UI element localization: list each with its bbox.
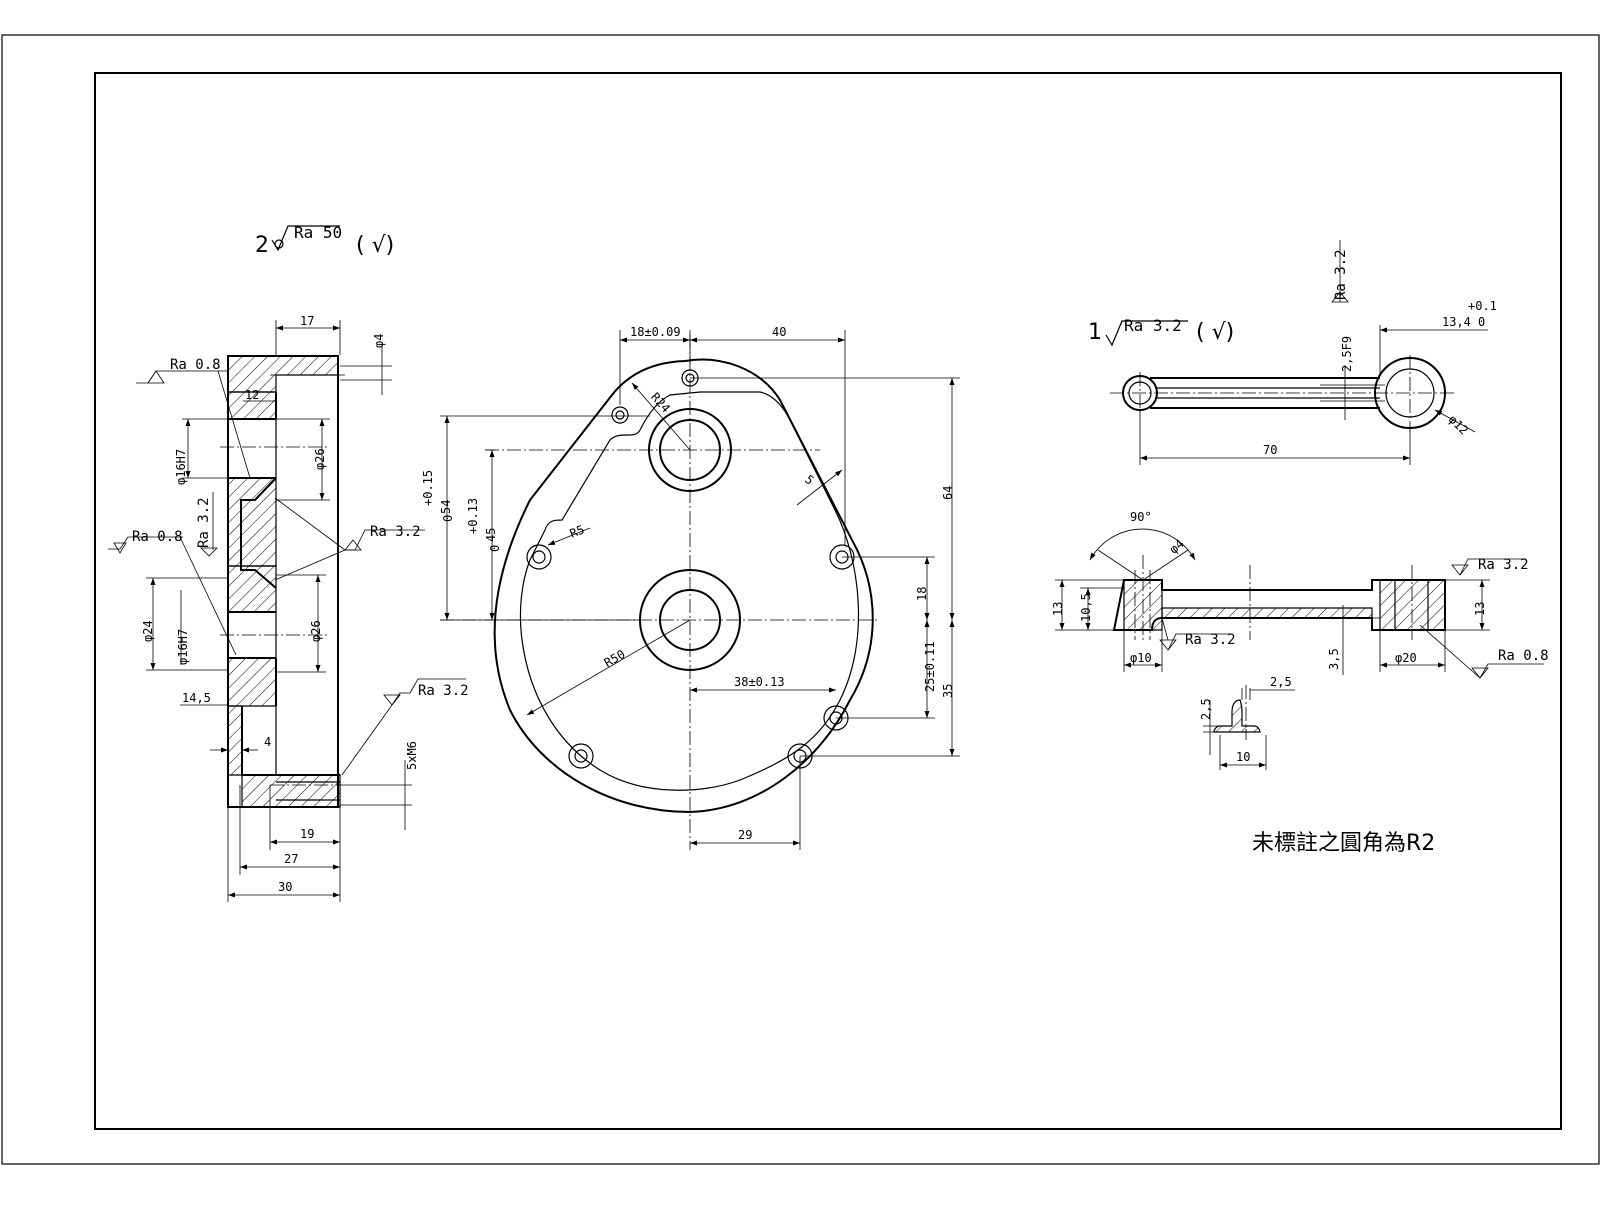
p1-ra32-top: Ra 3.2	[1333, 249, 1349, 300]
dim-plate-54-tol: +0.15	[421, 470, 435, 506]
dim-p1-13-left: 13	[1051, 602, 1065, 616]
part2-roughness-default: Ra 50	[294, 223, 342, 242]
dim-p1-phi20: φ20	[1395, 651, 1417, 665]
dim-plate-64: 64	[941, 486, 955, 500]
dim-p2-phi16h7-top: φ16H7	[174, 449, 188, 485]
dim-p1-13-4: 13,4	[1442, 315, 1471, 329]
dim-p2-27: 27	[284, 852, 298, 866]
dim-plate-54: 54	[439, 500, 453, 514]
dim-p2-14-5: 14,5	[182, 691, 211, 705]
dim-plate-18: 18±0.09	[630, 325, 681, 339]
inner-border	[94, 72, 1562, 1130]
dim-p2-19: 19	[300, 827, 314, 841]
dim-p2-30: 30	[278, 880, 292, 894]
dim-p1-tol-plus: +0.1	[1468, 299, 1497, 313]
p2-ra08-top: Ra 0.8	[170, 357, 221, 373]
dim-p2-phi4: φ4	[372, 334, 386, 348]
dim-plate-r5: R5	[568, 522, 587, 540]
dim-p2-phi26-top: φ26	[313, 448, 327, 470]
dim-p1-phi10: φ10	[1130, 651, 1152, 665]
dim-plate-25: 25±0.11	[923, 641, 937, 692]
dim-plate-5: 5	[802, 472, 816, 487]
p1-ra32-sec: Ra 3.2	[1185, 632, 1236, 648]
dim-p2-17: 17	[300, 314, 314, 328]
dim-p2-phi16h7-bot: φ16H7	[176, 629, 190, 665]
dim-p1-tol-zero: 0	[1478, 315, 1485, 329]
part1-roughness-default: Ra 3.2	[1124, 316, 1182, 335]
dim-plate-35: 35	[941, 684, 955, 698]
dim-p1-2-5b: 2,5	[1199, 698, 1213, 720]
dim-p1-2-5a: 2,5	[1270, 675, 1292, 689]
part1-index: 1	[1088, 320, 1102, 345]
dim-p1-phi4: φ4	[1167, 537, 1187, 557]
dim-p1-70: 70	[1263, 443, 1277, 457]
dim-plate-18b: 18	[915, 587, 929, 601]
dim-plate-r50: R50	[602, 647, 628, 670]
dim-plate-38: 38±0.13	[734, 675, 785, 689]
mounting-holes	[526, 369, 855, 769]
outer-border	[1, 34, 1600, 1165]
part2-index: 2	[255, 233, 269, 258]
p2-ra32-left: Ra 3.2	[196, 497, 212, 548]
part2-check: ( √)	[356, 233, 394, 258]
dim-p2-4: 4	[264, 735, 271, 749]
dim-plate-54-tol0: 0	[441, 515, 455, 522]
p2-ra32-bot: Ra 3.2	[418, 683, 469, 699]
dim-p1-fit: 2,5F9	[1340, 336, 1354, 372]
plate-top-view: 18±0.09 40 R24 54 +0.15 0 45 +0.13 0 R5 …	[421, 325, 960, 850]
dim-p1-phi12: φ12	[1446, 412, 1471, 437]
dim-p1-3-5: 3,5	[1327, 648, 1341, 670]
p2-ra08-left: Ra 0.8	[132, 529, 183, 545]
dim-p1-13-right: 13	[1473, 602, 1487, 616]
dim-plate-29: 29	[738, 828, 752, 842]
p1-ra32-right: Ra 3.2	[1478, 557, 1529, 573]
dim-p2-phi24: φ24	[141, 620, 155, 642]
dim-p1-angle90: 90°	[1130, 510, 1152, 524]
part1-lever: 1 Ra 3.2 ( √) Ra 3.2 2,5F9 13,4 +0.1 0 φ…	[1051, 240, 1549, 770]
dim-plate-45: 45	[484, 528, 498, 542]
dim-p1-10-5: 10,5	[1079, 593, 1093, 622]
dim-p2-12: 12	[245, 388, 259, 402]
part2-section-view: 2 Ra 50 ( √)	[108, 223, 469, 902]
dim-plate-45-tol0: 0	[488, 545, 502, 552]
dim-p2-thread: 5xM6	[405, 741, 419, 770]
general-note: 未標註之圓角為R2	[1252, 831, 1435, 856]
dim-p2-phi26-bot: φ26	[309, 620, 323, 642]
p1-ra08-right: Ra 0.8	[1498, 648, 1549, 664]
dim-plate-45-tol: +0.13	[466, 498, 480, 534]
p2-ra32-mid: Ra 3.2	[370, 524, 421, 540]
dim-p1-10: 10	[1236, 750, 1250, 764]
part1-check: ( √)	[1196, 320, 1234, 345]
dim-plate-40: 40	[772, 325, 786, 339]
